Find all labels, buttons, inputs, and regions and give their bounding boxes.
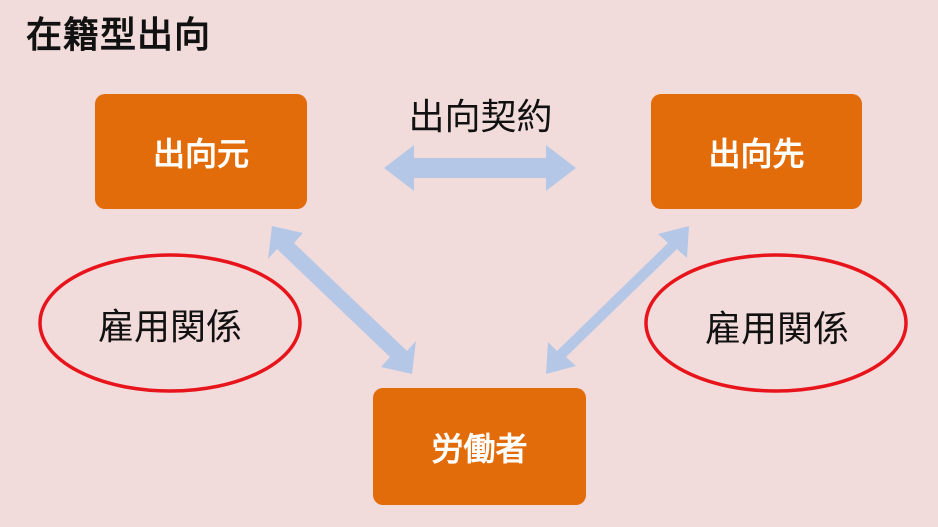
worker-label: 労働者 [431, 429, 528, 468]
destination-company-label: 出向先 [708, 134, 805, 173]
destination-company-box: 出向先 [651, 94, 862, 209]
employment-ellipse-right [644, 253, 908, 393]
employment-label-left: 雇用関係 [97, 307, 242, 348]
page-title: 在籍型出向 [26, 15, 212, 56]
worker-box: 労働者 [373, 388, 586, 505]
employment-ellipse-left [38, 253, 302, 393]
contract-double-arrow [384, 145, 576, 191]
employment-label-right: 雇用関係 [704, 309, 849, 350]
origin-company-box: 出向元 [95, 94, 307, 209]
contract-label: 出向契約 [408, 97, 553, 138]
origin-worker-double-arrow [268, 226, 416, 374]
origin-company-label: 出向元 [152, 134, 249, 173]
destination-worker-double-arrow [546, 226, 689, 374]
